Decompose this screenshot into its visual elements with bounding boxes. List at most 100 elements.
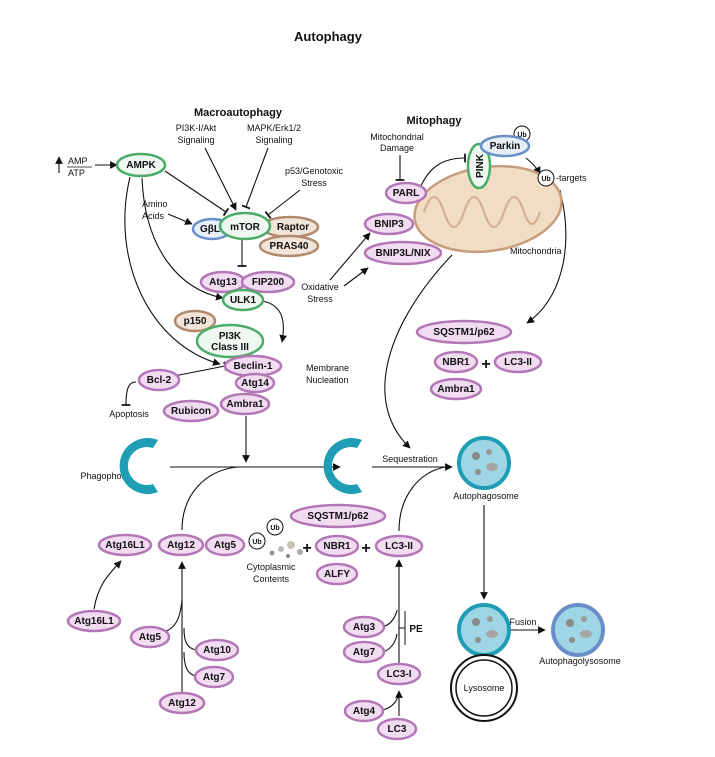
apoptosis-label: Apoptosis (109, 409, 149, 419)
node-atg5-a: Atg5 (204, 533, 246, 557)
svg-text:LC3-II: LC3-II (504, 357, 532, 368)
svg-text:AMPK: AMPK (126, 160, 156, 171)
svg-text:PI3K: PI3K (219, 331, 242, 342)
cytoplasmic-contents-label: Cytoplasmic (246, 562, 296, 572)
svg-text:SQSTM1/p62: SQSTM1/p62 (433, 327, 495, 338)
svg-text:Beclin-1: Beclin-1 (234, 361, 273, 372)
sequestration-shape (323, 438, 362, 494)
amino-acids-label-2: Acids (142, 211, 165, 221)
amino-acids-label: Amino (142, 199, 168, 209)
mitochondria-label: Mitochondria (510, 246, 562, 256)
pe-label: PE (409, 624, 423, 635)
svg-text:BNIP3: BNIP3 (374, 219, 404, 230)
phagophore-shape (119, 438, 158, 494)
node-atg3: Atg3 (342, 615, 386, 639)
svg-text:Class III: Class III (211, 342, 249, 353)
svg-text:Atg10: Atg10 (203, 645, 231, 656)
node-ambra1-b: Ambra1 (429, 377, 483, 401)
svg-text:Atg14: Atg14 (241, 378, 269, 389)
svg-text:Atg12: Atg12 (167, 540, 195, 551)
svg-text:mTOR: mTOR (230, 222, 261, 233)
diagram-title: Autophagy (294, 29, 363, 44)
svg-text:NBR1: NBR1 (442, 357, 470, 368)
svg-text:Rubicon: Rubicon (171, 406, 211, 417)
amp-atp-label: AMP ATP (55, 156, 92, 178)
svg-text:Atg12: Atg12 (168, 698, 196, 709)
node-pras40: PRAS40 (258, 234, 320, 258)
svg-text:Atg16L1: Atg16L1 (105, 540, 145, 551)
ub-badge-targets: Ub (537, 169, 555, 187)
svg-text:Atg16L1: Atg16L1 (74, 616, 114, 627)
lysosome-fusion-shape: Lysosome (450, 603, 518, 722)
oxidative-stress-label: Oxidative (301, 282, 339, 292)
svg-text:BNIP3L/NIX: BNIP3L/NIX (375, 248, 430, 259)
svg-text:ALFY: ALFY (324, 569, 350, 580)
svg-text:SQSTM1/p62: SQSTM1/p62 (307, 511, 369, 522)
macroautophagy-heading: Macroautophagy (194, 107, 283, 119)
node-parl: PARL (384, 181, 428, 205)
svg-text:Atg5: Atg5 (139, 632, 162, 643)
node-bnip3l: BNIP3L/NIX (363, 240, 443, 266)
svg-text:FIP200: FIP200 (252, 277, 285, 288)
node-atg12-b: Atg12 (158, 691, 206, 715)
svg-text:Atg7: Atg7 (353, 647, 376, 658)
autophagolysosome-shape (551, 603, 605, 657)
node-ulk1: ULK1 (221, 288, 265, 312)
node-ampk: AMPK (115, 152, 167, 178)
ub-badge-cyto-2: Ub (266, 518, 284, 536)
lysosome-label: Lysosome (464, 683, 505, 693)
node-bcl2: Bcl-2 (137, 368, 181, 392)
node-alfy: ALFY (315, 562, 359, 586)
cytoplasmic-contents (269, 541, 303, 558)
node-atg7-a: Atg7 (193, 665, 235, 689)
svg-text:Ub: Ub (541, 176, 550, 183)
node-atg4: Atg4 (343, 699, 385, 723)
ub-targets-label: -targets (556, 173, 587, 183)
node-sqstm1-top: SQSTM1/p62 (415, 319, 513, 345)
node-nbr1-top: NBR1 (433, 350, 479, 374)
svg-text:PARL: PARL (393, 188, 419, 199)
node-p150: p150 (173, 309, 217, 333)
node-beclin1: Beclin-1 (223, 354, 283, 378)
membrane-nucleation-label: Membrane (306, 363, 349, 373)
svg-text:Atg3: Atg3 (353, 622, 376, 633)
svg-text:NBR1: NBR1 (323, 541, 351, 552)
svg-text:GβL: GβL (200, 224, 220, 235)
svg-text:Atg7: Atg7 (203, 672, 226, 683)
svg-text:Ambra1: Ambra1 (226, 399, 264, 410)
svg-text:PRAS40: PRAS40 (270, 241, 309, 252)
mitophagy-heading: Mitophagy (407, 115, 463, 127)
node-atg14: Atg14 (234, 372, 276, 394)
cytoplasmic-contents-label-2: Contents (253, 574, 290, 584)
pi3k-akt-label: PI3K-I/Akt (176, 123, 217, 133)
fusion-label: Fusion (509, 617, 536, 627)
autophagosome-shape (457, 436, 511, 490)
mapk-erk-label-2: Signaling (255, 135, 292, 145)
svg-text:p150: p150 (184, 316, 207, 327)
mito-damage-label-2: Damage (380, 143, 414, 153)
p53-label-2: Stress (301, 178, 327, 188)
svg-text:Ambra1: Ambra1 (437, 384, 475, 395)
svg-text:Ub: Ub (270, 525, 279, 532)
svg-text:Ub: Ub (517, 132, 526, 139)
pi3k-akt-label-2: Signaling (177, 135, 214, 145)
svg-text:Bcl-2: Bcl-2 (147, 375, 172, 386)
mito-damage-label: Mitochondrial (370, 132, 424, 142)
node-bnip3: BNIP3 (363, 212, 415, 236)
svg-text:ATP: ATP (68, 168, 85, 178)
membrane-nucleation-label-2: Nucleation (306, 375, 349, 385)
node-lc3ii-mid: LC3-II (374, 534, 424, 558)
node-sqstm1-mid: SQSTM1/p62 (289, 503, 387, 529)
plus-sign-top: + (481, 356, 490, 373)
ub-badge-cyto-1: Ub (248, 532, 266, 550)
node-atg16l1-a: Atg16L1 (97, 533, 153, 557)
mapk-erk-label: MAPK/Erk1/2 (247, 123, 301, 133)
svg-text:LC3: LC3 (388, 724, 407, 735)
node-ambra1-a: Ambra1 (219, 392, 271, 416)
svg-text:LC3-I: LC3-I (387, 669, 412, 680)
node-atg10: Atg10 (194, 638, 240, 662)
autophagolysosome-label: Autophagolysosome (539, 656, 621, 666)
node-rubicon: Rubicon (162, 399, 220, 423)
oxidative-stress-label-2: Stress (307, 294, 333, 304)
svg-text:Atg13: Atg13 (209, 277, 237, 288)
